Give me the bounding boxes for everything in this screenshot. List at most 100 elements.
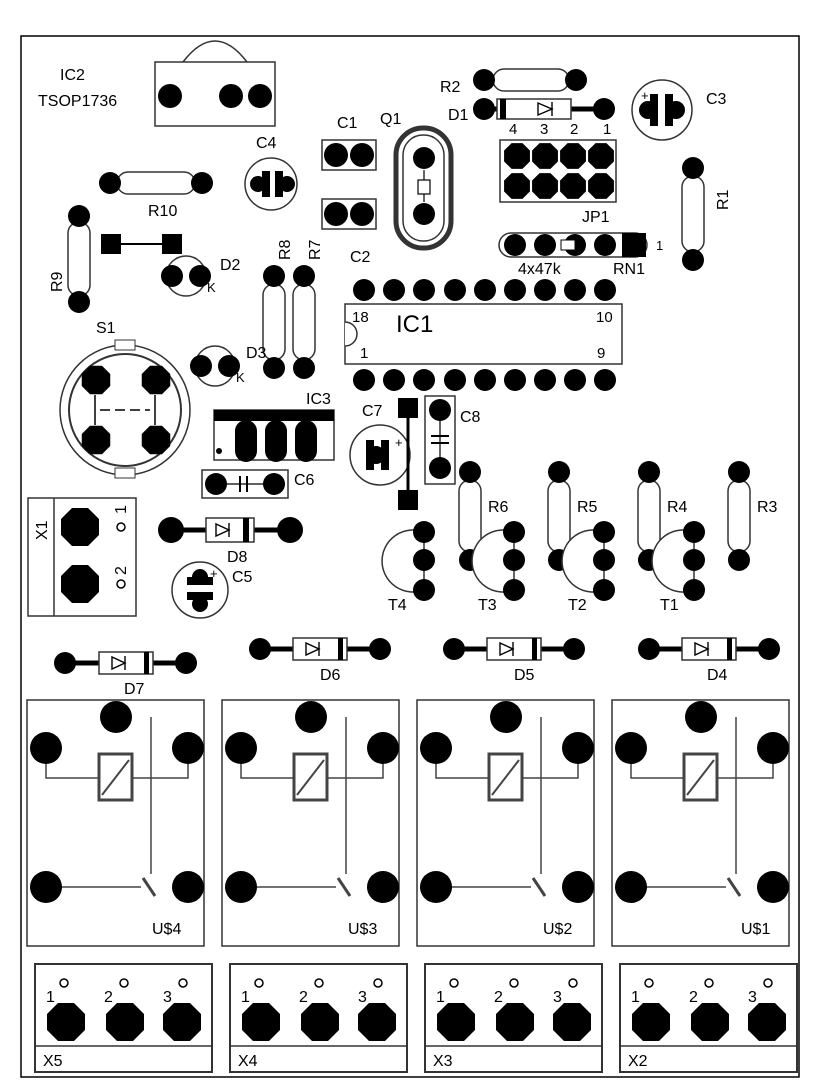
c2-label: C2	[350, 249, 371, 266]
rn1-value-label: 4x47k	[518, 261, 562, 278]
c5-capacitor: +	[171, 561, 229, 619]
c1-label: C1	[337, 115, 358, 132]
c2-capacitor	[321, 198, 377, 230]
d8-label: D8	[227, 549, 248, 566]
c6-capacitor	[201, 469, 289, 499]
c1-capacitor	[321, 139, 377, 171]
d7-label: D7	[124, 681, 145, 698]
r10-label: R10	[148, 203, 177, 220]
relay-u3-label: U$3	[348, 921, 377, 938]
d6-label: D6	[320, 667, 341, 684]
r9-resistor	[67, 205, 91, 313]
r8-resistor	[262, 265, 286, 379]
jp1-pin-1: 1	[603, 121, 611, 138]
d3-led: K	[190, 345, 245, 387]
terminal-x4-pin2: 2	[299, 989, 308, 1006]
d8-diode	[158, 517, 303, 543]
relay-u2	[416, 699, 595, 947]
t3-label: T3	[478, 597, 497, 614]
ic1-pin9: 9	[597, 345, 605, 362]
terminal-x2-label: X2	[628, 1053, 648, 1070]
t1-transistor	[651, 521, 705, 601]
board-outline	[20, 35, 800, 1078]
r1-resistor	[681, 157, 705, 271]
r6-resistor	[458, 461, 482, 571]
c7-label: C7	[362, 403, 383, 420]
jp1-header	[499, 139, 617, 203]
jp1-pin-4: 4	[509, 121, 517, 138]
terminal-x5-pin2: 2	[104, 989, 113, 1006]
ic2-value-label: TSOP1736	[38, 93, 117, 110]
r4-label: R4	[667, 499, 688, 516]
d4-label: D4	[707, 667, 728, 684]
relay-u1	[611, 699, 790, 947]
t4-transistor	[381, 521, 435, 601]
d7-diode	[54, 651, 197, 675]
c7-capacitor: +	[349, 398, 418, 510]
ic2-receiver	[154, 40, 276, 127]
terminal-x3-pin2: 2	[494, 989, 503, 1006]
rn1-pin1-label: 1	[656, 238, 663, 253]
r10-resistor	[99, 171, 213, 195]
s1-label: S1	[96, 320, 116, 337]
r2-resistor	[473, 68, 587, 92]
r9-label: R9	[49, 271, 66, 292]
terminal-x5-pin1: 1	[46, 989, 55, 1006]
jumper-wire	[101, 234, 182, 254]
c3-label: C3	[706, 91, 727, 108]
ic1-pin10: 10	[596, 309, 613, 326]
c8-capacitor	[424, 395, 456, 485]
d2-led: K	[161, 255, 216, 297]
q1-label: Q1	[380, 111, 401, 128]
terminal-x2-pin1: 1	[631, 989, 640, 1006]
x1-label: X1	[34, 520, 51, 540]
r7-label: R7	[307, 239, 324, 260]
ic3-label: IC3	[306, 391, 331, 408]
relay-u4-label: U$4	[152, 921, 181, 938]
c4-capacitor	[244, 157, 298, 211]
r3-label: R3	[757, 499, 778, 516]
terminal-x4-pin3: 3	[358, 989, 367, 1006]
r5-label: R5	[577, 499, 598, 516]
c8-label: C8	[460, 409, 481, 426]
terminal-x2-pin2: 2	[689, 989, 698, 1006]
ic1-pin1: 1	[360, 345, 368, 362]
d1-label: D1	[448, 107, 469, 124]
terminal-x4	[229, 963, 408, 1073]
jp1-pin-2: 2	[570, 121, 578, 138]
t1-label: T1	[660, 597, 679, 614]
r8-label: R8	[277, 239, 294, 260]
t2-label: T2	[568, 597, 587, 614]
r6-label: R6	[488, 499, 509, 516]
r1-label: R1	[715, 189, 732, 210]
r7-resistor	[292, 265, 316, 379]
terminal-x3	[424, 963, 603, 1073]
c5-label: C5	[232, 569, 253, 586]
t4-label: T4	[388, 597, 407, 614]
t3-transistor	[471, 521, 525, 601]
r5-resistor	[547, 461, 571, 571]
c6-label: C6	[294, 472, 315, 489]
terminal-x3-label: X3	[433, 1053, 453, 1070]
d5-diode	[443, 637, 585, 661]
ic1-pin18: 18	[352, 309, 369, 326]
rn1-network	[498, 232, 648, 258]
svg-text:+: +	[395, 435, 403, 450]
t2-transistor	[561, 521, 615, 601]
rn1-ref-label: RN1	[613, 261, 645, 278]
x1-pin2: 2	[113, 566, 130, 575]
relay-u2-label: U$2	[543, 921, 572, 938]
terminal-x2	[619, 963, 798, 1073]
relay-u4	[26, 699, 205, 947]
svg-text:+: +	[641, 88, 649, 103]
c3-capacitor: +	[631, 79, 693, 141]
terminal-x3-pin1: 1	[436, 989, 445, 1006]
relay-u3	[221, 699, 400, 947]
q1-crystal	[393, 125, 454, 251]
relay-u1-label: U$1	[741, 921, 770, 938]
terminal-x5-label: X5	[43, 1053, 63, 1070]
jp1-pin-3: 3	[540, 121, 548, 138]
terminal-x5	[34, 963, 213, 1073]
x1-pin1: 1	[113, 505, 130, 514]
